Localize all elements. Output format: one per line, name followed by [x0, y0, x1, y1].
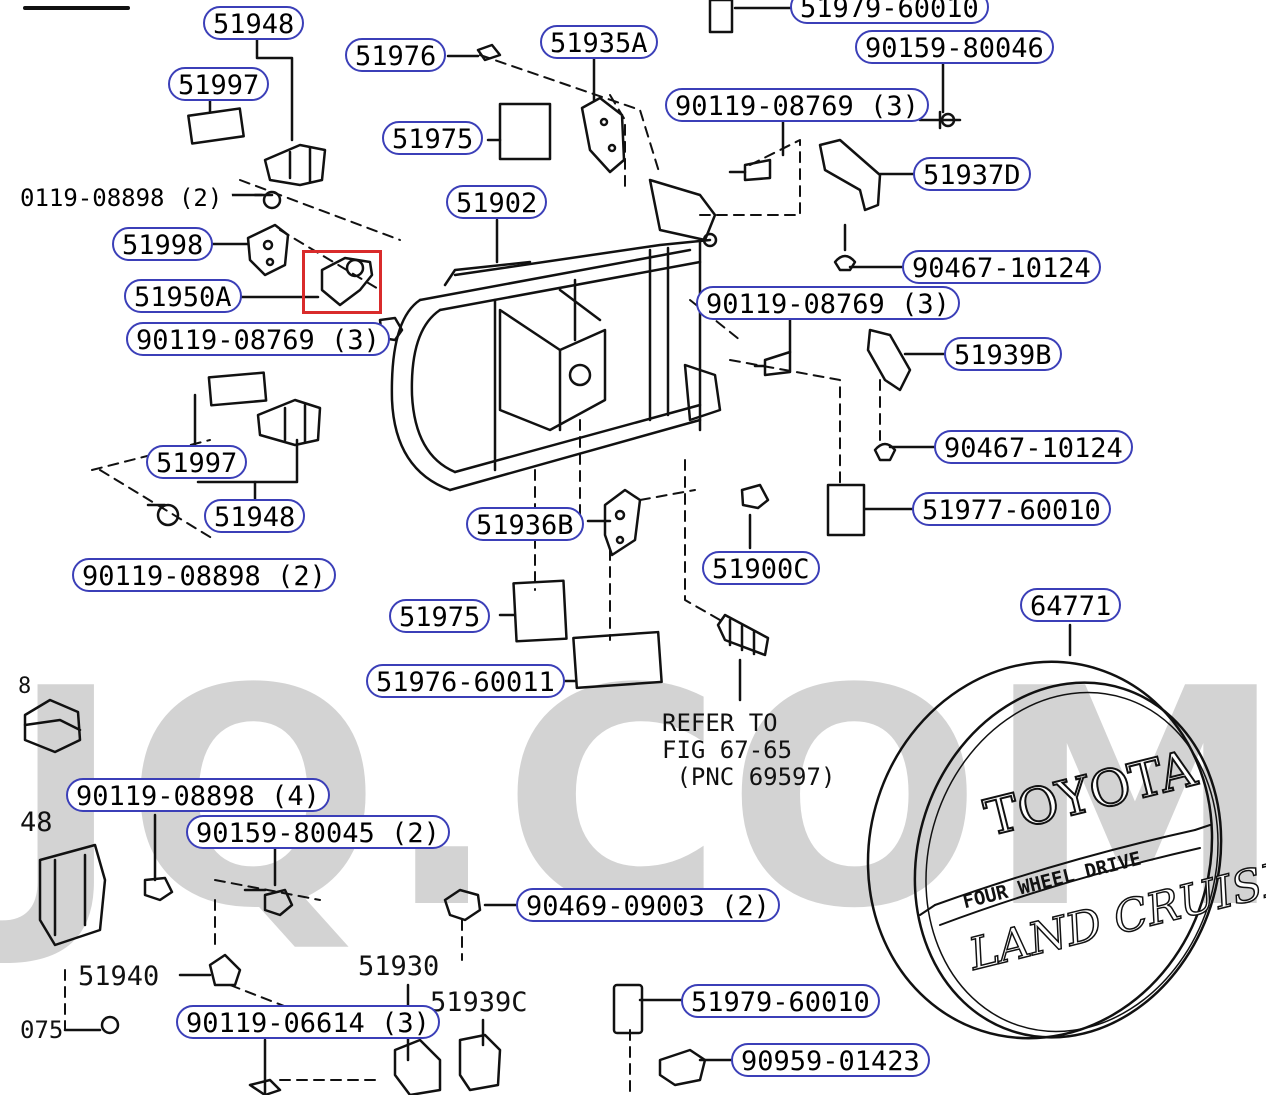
callout-51977-60010[interactable]: 51977-60010: [912, 492, 1111, 526]
callout-90119-08898-b[interactable]: 90119-08898 (4): [66, 778, 330, 812]
callout-51997-b[interactable]: 51997: [146, 445, 248, 479]
part-label-51940: 51940: [78, 961, 160, 992]
callout-51979-60010-b[interactable]: 51979-60010: [681, 984, 880, 1018]
part-label-48: 48: [20, 807, 53, 838]
callout-51948-b[interactable]: 51948: [204, 499, 306, 533]
callout-0119-08898[interactable]: 0119-08898 (2): [10, 179, 233, 213]
callout-90119-08769-b[interactable]: 90119-08769 (3): [696, 286, 960, 320]
callout-51936b[interactable]: 51936B: [466, 507, 584, 541]
callout-51900c[interactable]: 51900C: [702, 551, 820, 585]
callout-90159-80045[interactable]: 90159-80045 (2): [186, 815, 450, 849]
callout-51979-60010-top[interactable]: 51979-60010: [790, 0, 989, 24]
refer-note: REFER TO FIG 67-65 (PNC 69597): [662, 709, 836, 791]
callout-51937d[interactable]: 51937D: [913, 157, 1031, 191]
callout-51948[interactable]: 51948: [203, 6, 305, 40]
callout-51935a[interactable]: 51935A: [540, 25, 658, 59]
callout-64771[interactable]: 64771: [1020, 588, 1122, 622]
callout-90119-06614[interactable]: 90119-06614 (3): [176, 1005, 440, 1039]
callout-90959-01423[interactable]: 90959-01423: [731, 1043, 930, 1077]
callout-51975-top[interactable]: 51975: [382, 121, 484, 155]
part-label-075: 075: [20, 1016, 64, 1044]
part-label-51939c: 51939C: [430, 987, 528, 1018]
callout-90119-08769-c[interactable]: 90119-08769 (3): [126, 322, 390, 356]
callout-51975-b[interactable]: 51975: [389, 599, 491, 633]
callout-51902[interactable]: 51902: [446, 185, 548, 219]
callout-51976[interactable]: 51976: [345, 38, 447, 72]
highlight-box: [302, 250, 382, 314]
callout-90119-08898-a[interactable]: 90119-08898 (2): [72, 558, 336, 592]
callout-51976-60011[interactable]: 51976-60011: [366, 664, 565, 698]
callout-51950a[interactable]: 51950A: [124, 279, 242, 313]
part-label-8: 8: [18, 674, 32, 699]
callout-51939b[interactable]: 51939B: [944, 337, 1062, 371]
callout-51998[interactable]: 51998: [112, 227, 214, 261]
callout-90467-10124-a[interactable]: 90467-10124: [902, 250, 1101, 284]
part-label-51930: 51930: [358, 951, 440, 982]
callout-51997[interactable]: 51997: [168, 67, 270, 101]
callout-90467-10124-b[interactable]: 90467-10124: [934, 430, 1133, 464]
callout-90119-08769-a[interactable]: 90119-08769 (3): [665, 88, 929, 122]
callout-90469-09003[interactable]: 90469-09003 (2): [516, 888, 780, 922]
callout-90159-80046[interactable]: 90159-80046: [855, 30, 1054, 64]
